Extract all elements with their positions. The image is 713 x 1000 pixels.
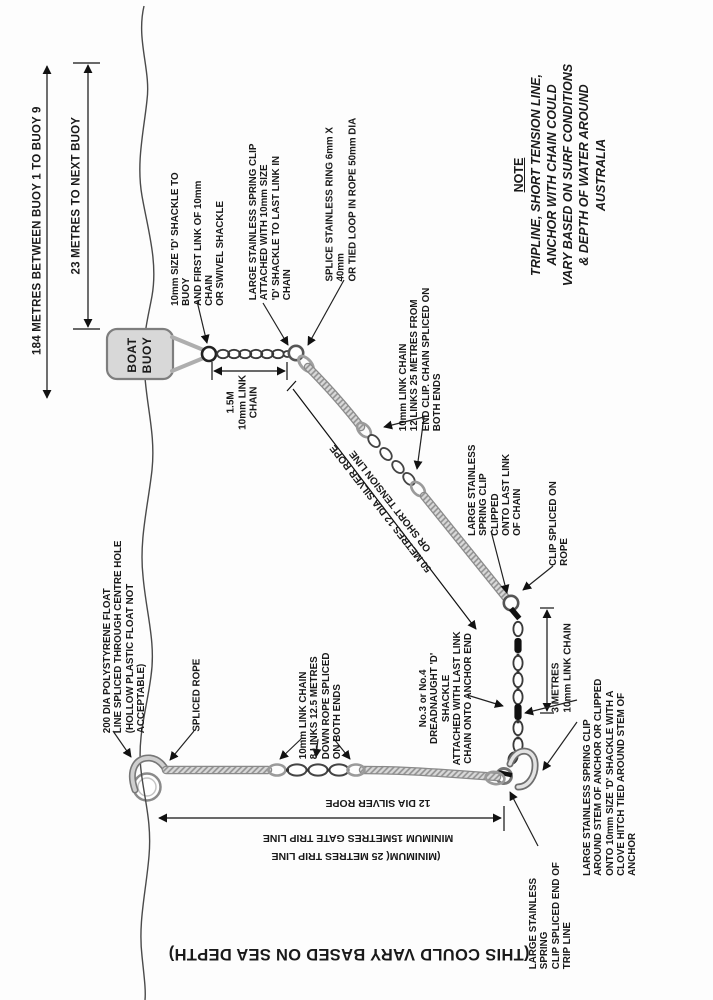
tension-rope-upper [303,362,366,432]
dim-label-trip-gate: MINIMUM 15METRES GATE TRIP LINE [262,832,454,845]
spring-clip-top [287,344,305,362]
buoy-bridle-ropes [170,335,208,373]
note-heading: NOTE [512,157,527,193]
boat-buoy-label: BOAT BUOY [125,336,154,374]
annotation-trip-chain: 10mm LINK CHAIN 8 LINKS 12.5 METRES DOWN… [297,652,343,760]
note-block: NOTE TRIPLINE, SHORT TENSION LINE, ANCHO… [495,50,625,300]
dim-23m [73,62,100,330]
spring-clip-bottom [502,594,520,612]
annotation-splice-ring: SPLICE STAINLESS RING 6mm X 40mm OR TIED… [324,117,359,282]
dim-label-1-5m-chain: 1.5M 10mm LINK CHAIN [225,374,260,430]
annotation-clip-last-link: LARGE STAINLESS SPRING CLIP CLIPPED ONTO… [467,444,524,536]
annotation-mid-chain: 10mm LINK CHAIN 12 LINKS 25 METRES FROM … [397,287,443,432]
trip-line-anchor-eye [484,770,506,786]
trip-line-chain [267,763,366,777]
chain-1-5m [216,348,293,360]
dim-label-23-metres: 23 METRES TO NEXT BUOY [70,116,83,275]
annotation-shackle-to-buoy: 10mm SIZE 'D' SHACKLE TO BUOY AND FIRST … [170,172,227,306]
dim-label-trip-min: (MINIMUM( 25 METRES TRIP LINE [271,850,441,863]
boat-buoy-shape [105,327,208,381]
water-surface-line [139,5,155,1000]
tension-rope-lower [419,491,512,604]
annotation-clip-spliced-rope: CLIP SPLICED ON ROPE [548,481,571,566]
dim-50m [286,380,477,630]
dim-3m [540,607,554,714]
dim-1-5m [211,362,288,380]
anchor [495,747,539,791]
dim-label-184-metres: 184 METRES BETWEEN BUOY 1 TO BUOY 9 [31,106,44,355]
dim-label-trip-rope: 12 DIA SILVER ROPE [325,797,431,810]
dim-label-3-metres-chain: 3 METRES 10mm LINK CHAIN [550,623,573,713]
annotation-polystyrene-float: 200 DIA POLYSTYRENE FLOAT LINE SPLICED T… [101,540,147,734]
trip-line [128,754,502,794]
annotation-spliced-rope: SPLICED ROPE [191,658,203,732]
anchor-chain-3m [507,620,524,765]
footer-depth-note: (THIS COULD VARY BASED ON SEA DEPTH) [168,945,530,964]
annotation-dreadnaught-shackle: No.3 or No.4 DREADNAUGHT 'D' SHACKLE ATT… [418,631,475,766]
annotation-anchor-clip: LARGE STAINLESS SPRING CLIP AROUND STEM … [582,678,639,876]
dim-trip-line [158,806,505,831]
note-body: TRIPLINE, SHORT TENSION LINE, ANCHOR WIT… [528,63,608,287]
annotation-trip-end-clip: LARGE STAINLESS SPRING CLIP SPLICED END … [527,862,573,970]
anchor-stem-clip-mark [497,770,513,778]
clip-mark-top-of-chain [508,606,522,621]
annotation-spring-clip-chain: LARGE STAINLESS SPRING CLIP ATTACHED WIT… [247,143,293,301]
d-shackle-buoy [200,345,218,363]
leader-arrows [112,279,578,847]
